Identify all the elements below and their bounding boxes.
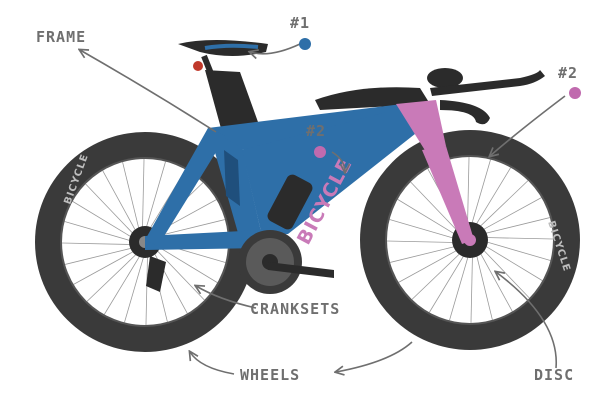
spoke bbox=[474, 180, 529, 232]
spoke bbox=[389, 219, 461, 241]
spoke bbox=[469, 159, 491, 231]
spoke bbox=[397, 199, 461, 238]
spoke bbox=[145, 251, 148, 326]
spoke bbox=[153, 219, 226, 238]
wheels-label: WHEELS bbox=[240, 366, 301, 384]
spoke bbox=[410, 181, 462, 236]
spoke bbox=[144, 161, 166, 233]
marker-dot-1 bbox=[299, 38, 311, 50]
wheels-right-arrow bbox=[336, 341, 413, 372]
spoke bbox=[386, 240, 461, 243]
wheels-left-arrow bbox=[190, 352, 235, 375]
marker-2-mid-label: #2 bbox=[306, 122, 327, 140]
annotation-arrows bbox=[80, 43, 566, 375]
marker-dot-2-mid bbox=[314, 146, 326, 158]
spoke bbox=[478, 217, 551, 236]
spoke bbox=[411, 248, 466, 300]
spoke bbox=[72, 201, 136, 240]
cranksets-label: CRANKSETS bbox=[250, 300, 341, 318]
frame-label: FRAME bbox=[36, 28, 87, 46]
spoke bbox=[142, 158, 145, 233]
disc-arrow bbox=[496, 272, 557, 369]
spoke bbox=[479, 242, 543, 281]
spoke bbox=[449, 249, 471, 321]
spoke bbox=[476, 197, 542, 234]
marker-dot-2-right bbox=[569, 87, 581, 99]
marker-2-right-arrow bbox=[490, 95, 566, 156]
spoke bbox=[389, 244, 462, 263]
spoke bbox=[479, 237, 554, 240]
spoke bbox=[470, 249, 473, 324]
cranksets-arrow bbox=[196, 286, 257, 309]
rear-derailleur bbox=[146, 256, 166, 292]
crankset bbox=[146, 230, 334, 294]
marker-2-mid-arrow bbox=[331, 151, 345, 172]
spoke bbox=[398, 246, 464, 283]
spoke bbox=[122, 161, 141, 234]
frame-arrow bbox=[80, 50, 217, 133]
marker-1-label: #1 bbox=[290, 14, 311, 32]
spoke bbox=[474, 248, 493, 321]
spoke bbox=[73, 248, 139, 285]
marker-1-arrow bbox=[250, 43, 301, 54]
spoke bbox=[104, 251, 143, 315]
water-bottle bbox=[267, 174, 313, 230]
spoke bbox=[102, 170, 139, 236]
spoke bbox=[472, 167, 511, 231]
spoke bbox=[64, 221, 136, 243]
spoke bbox=[61, 242, 136, 245]
spoke bbox=[429, 249, 468, 313]
saddle bbox=[178, 40, 268, 78]
disc-label: DISC bbox=[534, 366, 575, 384]
spoke bbox=[64, 246, 137, 265]
spoke bbox=[86, 250, 141, 302]
spoke bbox=[467, 156, 470, 231]
spoke bbox=[154, 244, 218, 283]
spoke bbox=[479, 239, 551, 261]
spoke bbox=[124, 251, 146, 323]
marker-2-right-label: #2 bbox=[558, 64, 579, 82]
fork bbox=[396, 100, 474, 244]
spoke bbox=[85, 183, 137, 238]
